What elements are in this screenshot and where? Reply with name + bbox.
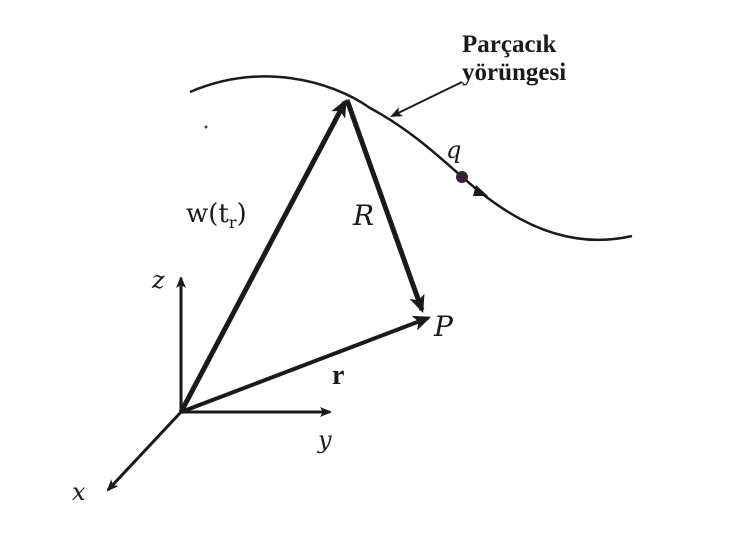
separation-label: R — [352, 199, 374, 232]
trajectory-title-line2: yörüngesi — [462, 59, 566, 86]
charge-label: q — [446, 136, 461, 164]
trajectory-pointer-arrow — [390, 81, 463, 117]
position-vector-w — [178, 99, 348, 414]
x-axis-label: x — [72, 478, 86, 506]
particle-trajectory-curve — [189, 75, 633, 242]
trajectory-direction-arrow — [473, 185, 488, 196]
charge-q-dot — [456, 171, 468, 183]
trajectory-title-line1: Parçacık — [462, 31, 557, 58]
position-vector-label: w(tr) — [186, 199, 247, 232]
z-axis-label: z — [151, 266, 165, 294]
x-axis — [106, 410, 183, 492]
field-point-vector-r — [180, 315, 432, 414]
scan-speck — [204, 125, 208, 129]
field-point-label: P — [433, 310, 454, 343]
separation-vector-R — [344, 99, 425, 314]
r-vector-label: r — [332, 360, 344, 391]
y-axis-label: y — [317, 426, 332, 454]
